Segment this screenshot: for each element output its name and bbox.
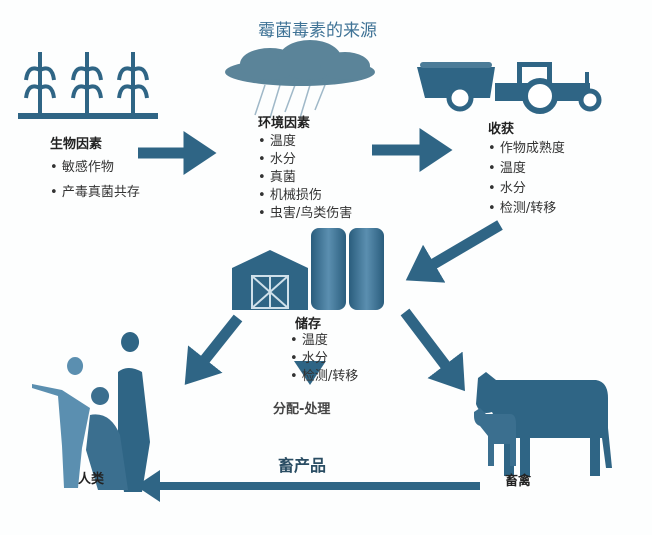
corn-plants-icon bbox=[18, 52, 158, 119]
storage-heading: 储存 bbox=[295, 317, 322, 332]
list-item: 敏感作物 bbox=[50, 155, 140, 180]
distribution-label: 分配-处理 bbox=[273, 402, 331, 417]
list-item: 温度 bbox=[258, 133, 352, 151]
environmental-factors: 环境因素 温度 水分 真菌 机械损伤 虫害/鸟类伤害 bbox=[258, 112, 352, 223]
list-item: 水分 bbox=[290, 350, 358, 368]
storage-factors: 储存 温度 水分 检测/转移 bbox=[290, 313, 358, 386]
livestock-icon bbox=[474, 372, 612, 476]
harvest-factors: 收获 作物成熟度 温度 水分 检测/转移 bbox=[488, 118, 565, 219]
list-item: 温度 bbox=[290, 332, 358, 350]
list-item: 真菌 bbox=[258, 169, 352, 187]
biological-heading: 生物因素 bbox=[50, 137, 103, 152]
flow-arrows bbox=[136, 128, 503, 502]
arrow-storage-to-livestock bbox=[400, 308, 465, 392]
rain-cloud-icon bbox=[225, 40, 375, 119]
arrow-harvest-to-storage bbox=[405, 220, 503, 283]
list-item: 水分 bbox=[258, 151, 352, 169]
humans-label: 人类 bbox=[78, 472, 105, 487]
animal-products-label: 畜产品 bbox=[278, 456, 327, 475]
list-item: 水分 bbox=[488, 179, 565, 199]
list-item: 产毒真菌共存 bbox=[50, 180, 140, 205]
list-item: 机械损伤 bbox=[258, 187, 352, 205]
diagram-title: 霉菌毒素的来源 bbox=[258, 21, 377, 41]
tractor-icon bbox=[417, 62, 602, 114]
list-item: 检测/转移 bbox=[488, 199, 565, 219]
biological-factors: 生物因素 敏感作物 产毒真菌共存 bbox=[50, 133, 140, 205]
barn-silo-icon bbox=[232, 228, 384, 310]
livestock-label: 畜禽 bbox=[505, 474, 532, 489]
human-family-icon bbox=[32, 332, 150, 492]
list-item: 作物成熟度 bbox=[488, 139, 565, 159]
harvest-heading: 收获 bbox=[488, 122, 515, 137]
list-item: 温度 bbox=[488, 159, 565, 179]
environment-heading: 环境因素 bbox=[258, 116, 311, 131]
list-item: 检测/转移 bbox=[290, 368, 358, 386]
list-item: 虫害/鸟类伤害 bbox=[258, 205, 352, 223]
arrow-storage-to-humans bbox=[184, 314, 243, 385]
